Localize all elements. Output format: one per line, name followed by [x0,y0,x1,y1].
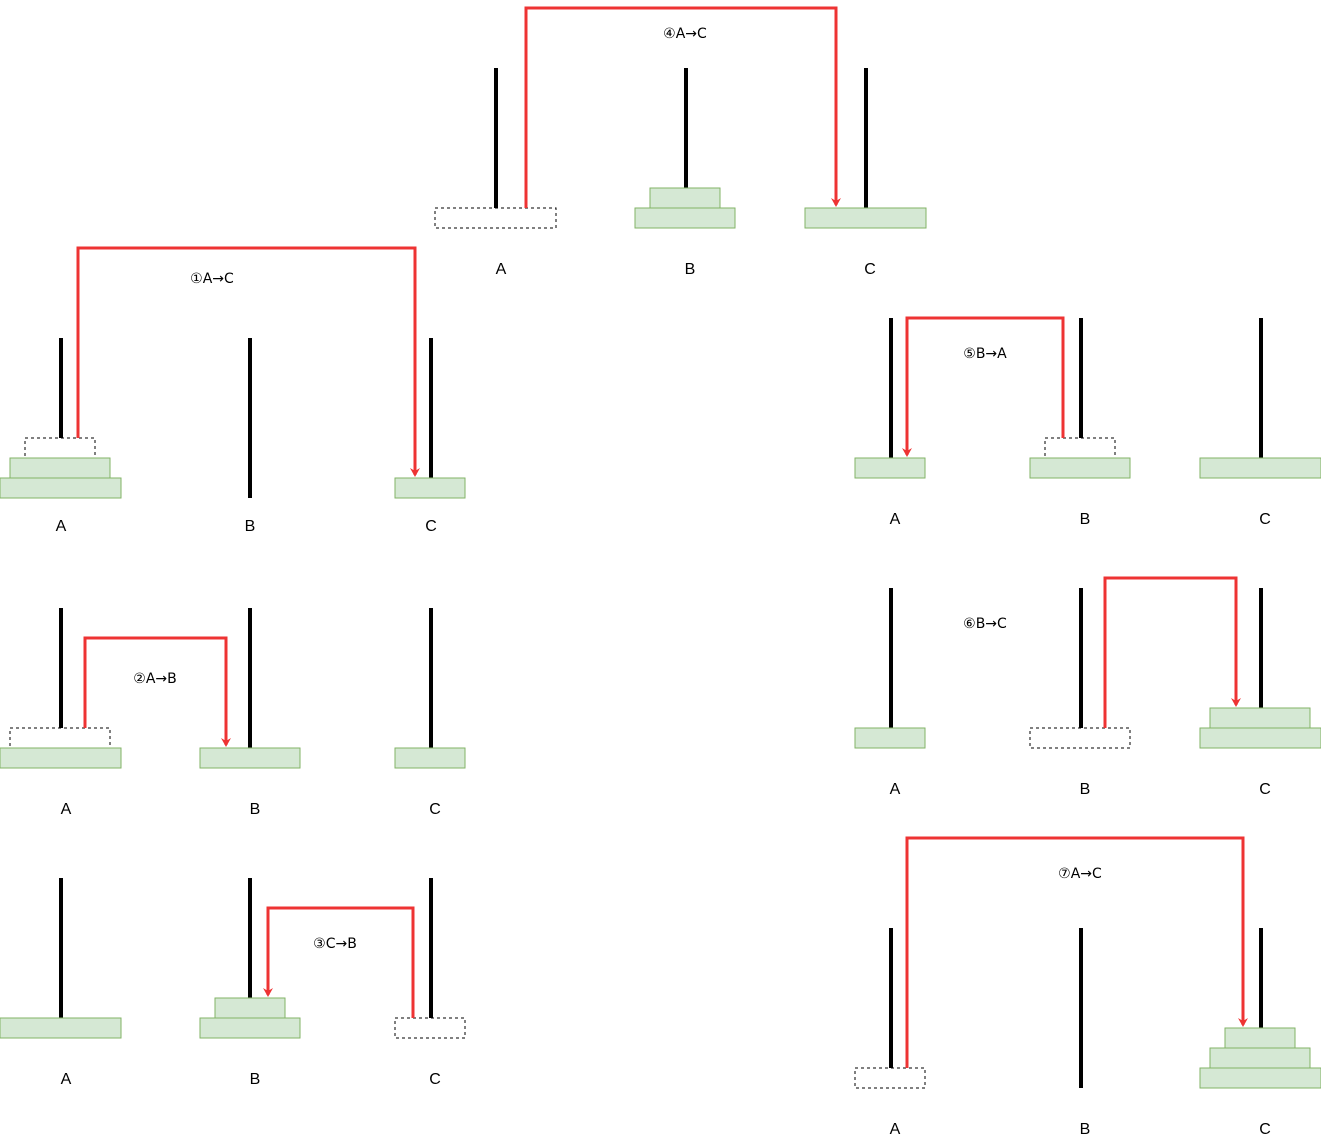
step5-panel: ⑤B→A A B C [854,316,1321,528]
peg-label-b: B [1080,781,1091,798]
moved-disk-outline [394,1017,466,1039]
step3-panel: ③C→B A B C [0,878,466,1088]
move-arrow [76,246,420,477]
peg-label-a: A [61,801,72,818]
peg-label-c: C [425,518,437,535]
peg-label-a: A [890,511,901,528]
step-label: ③C→B [313,936,357,952]
peg-label-c: C [1259,781,1271,798]
step-label: ⑦A→C [1058,866,1102,882]
move-arrow [263,906,415,1018]
step1-panel: ①A→C A B C [0,246,466,535]
peg-label-b: B [245,518,256,535]
disk [1199,727,1321,749]
disk [0,1017,122,1039]
moved-disk-outline [854,1067,926,1089]
peg-label-a: A [890,781,901,798]
disk [649,187,721,209]
moved-disk-outline [24,437,96,459]
peg-label-b: B [1080,511,1091,528]
disk [854,727,926,749]
disk [394,747,466,769]
moved-disk-outline [1044,437,1116,459]
moved-disk-outline [1029,727,1131,749]
disk [199,747,301,769]
step6-panel: ⑥B→C A B C [854,576,1321,798]
move-arrow [902,316,1065,457]
move-arrow [905,836,1248,1068]
disk [1199,1067,1321,1089]
disk [0,477,122,499]
step-label: ①A→C [190,271,234,287]
peg-label-a: A [61,1071,72,1088]
disk [634,207,736,229]
step-label: ②A→B [133,671,176,687]
peg-label-a: A [496,261,507,278]
step-label: ⑥B→C [963,616,1007,632]
peg-label-c: C [429,1071,441,1088]
peg-label-b: B [250,801,261,818]
peg-label-b: B [685,261,696,278]
disk [804,207,927,229]
disk [0,747,122,769]
peg-label-c: C [1259,1121,1271,1138]
move-arrow [83,636,231,747]
peg-label-b: B [1080,1121,1091,1138]
peg-label-b: B [250,1071,261,1088]
disk [199,1017,301,1039]
disk [1209,1047,1311,1069]
disk [1209,707,1311,729]
disk [394,477,466,499]
step-label: ④A→C [663,26,707,42]
disk [1199,457,1321,479]
peg-label-c: C [1259,511,1271,528]
step4-panel: ④A→C A B C [434,6,927,278]
disk [1224,1027,1296,1049]
moved-disk-outline [9,727,111,749]
step2-panel: ②A→B A B C [0,608,466,818]
peg-label-a: A [890,1121,901,1138]
step-label: ⑤B→A [963,346,1007,362]
move-arrow [524,6,841,208]
peg-label-c: C [429,801,441,818]
disk [854,457,926,479]
step7-panel: ⑦A→C A B C [854,836,1321,1138]
disk [214,997,286,1019]
move-arrow [1103,576,1241,728]
peg-label-c: C [864,261,876,278]
disk [1029,457,1131,479]
disk [9,457,111,479]
moved-disk-outline [434,207,557,229]
peg-label-a: A [56,518,67,535]
